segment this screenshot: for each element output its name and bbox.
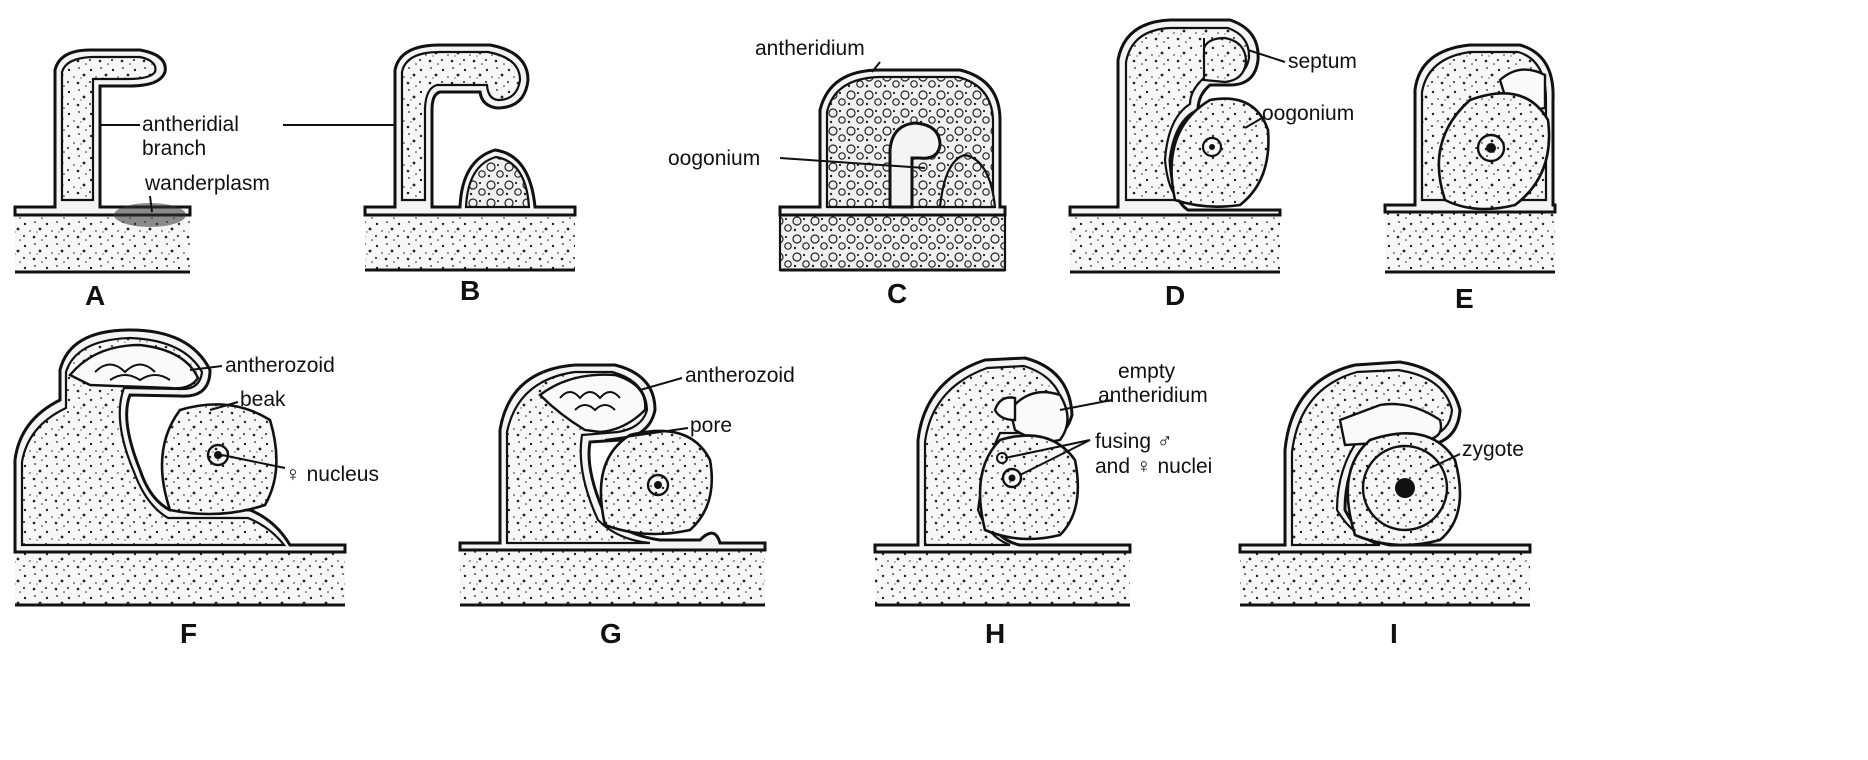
label-nuclei: and ♀ nuclei <box>1095 455 1212 478</box>
label-fusing: fusing ♂ <box>1095 430 1173 453</box>
label-pore: pore <box>690 414 732 437</box>
panel-letter: C <box>887 278 907 309</box>
panel-c: antheridium oogonium C <box>668 37 1005 309</box>
zygote-nucleus <box>1395 478 1415 498</box>
oogonium <box>162 404 276 514</box>
nucleolus <box>654 481 662 489</box>
nucleolus <box>1486 143 1496 153</box>
panel-letter: B <box>460 275 480 306</box>
thallus-base <box>1385 212 1555 272</box>
wanderplasm-mass <box>114 203 186 227</box>
label-zygote: zygote <box>1462 438 1524 461</box>
label-antheridium: antheridium <box>755 37 865 60</box>
panel-letter: E <box>1455 283 1474 314</box>
antheridium-cell <box>1204 38 1246 82</box>
label-oogonium: oogonium <box>1262 102 1354 125</box>
nucleolus <box>214 451 222 459</box>
thallus-base <box>1240 550 1530 605</box>
nucleolus <box>1009 475 1016 482</box>
label-antherozoid: antherozoid <box>225 354 335 377</box>
label-empty: empty <box>1118 360 1176 383</box>
panel-h: empty antheridium fusing ♂ and ♀ nuclei … <box>875 358 1212 649</box>
label-antheridial: antheridial <box>142 113 239 136</box>
thallus-base <box>460 548 765 605</box>
label-septum: septum <box>1288 50 1357 73</box>
panel-letter: D <box>1165 280 1185 311</box>
panel-letter: H <box>985 618 1005 649</box>
label-oogonium: oogonium <box>668 147 760 170</box>
label-antherozoid: antherozoid <box>685 364 795 387</box>
label-branch: branch <box>142 137 206 160</box>
panel-a: antheridial branch wanderplasm A <box>15 50 270 311</box>
thallus-base <box>365 215 575 270</box>
thallus-base <box>15 550 345 605</box>
panel-letter: A <box>85 280 105 311</box>
panel-letter: I <box>1390 618 1398 649</box>
panel-letter: F <box>180 618 197 649</box>
thallus-base <box>875 550 1130 605</box>
label-antheridium: antheridium <box>1098 384 1208 407</box>
label-beak: beak <box>240 388 286 411</box>
panel-e: E <box>1385 45 1555 314</box>
panel-i: zygote I <box>1240 362 1530 649</box>
panel-f: antherozoid beak ♀ nucleus F <box>15 330 379 649</box>
panel-letter: G <box>600 618 622 649</box>
thallus-base <box>780 215 1005 270</box>
thallus-base <box>1070 215 1280 270</box>
oogonium <box>980 436 1078 540</box>
label-nucleus: ♀ nucleus <box>285 463 379 486</box>
nucleolus <box>1209 144 1215 150</box>
panel-d: septum oogonium D <box>1070 20 1357 311</box>
label-wanderplasm: wanderplasm <box>144 172 270 195</box>
panel-b: B <box>283 45 575 306</box>
panel-g: antherozoid pore G <box>460 364 795 649</box>
